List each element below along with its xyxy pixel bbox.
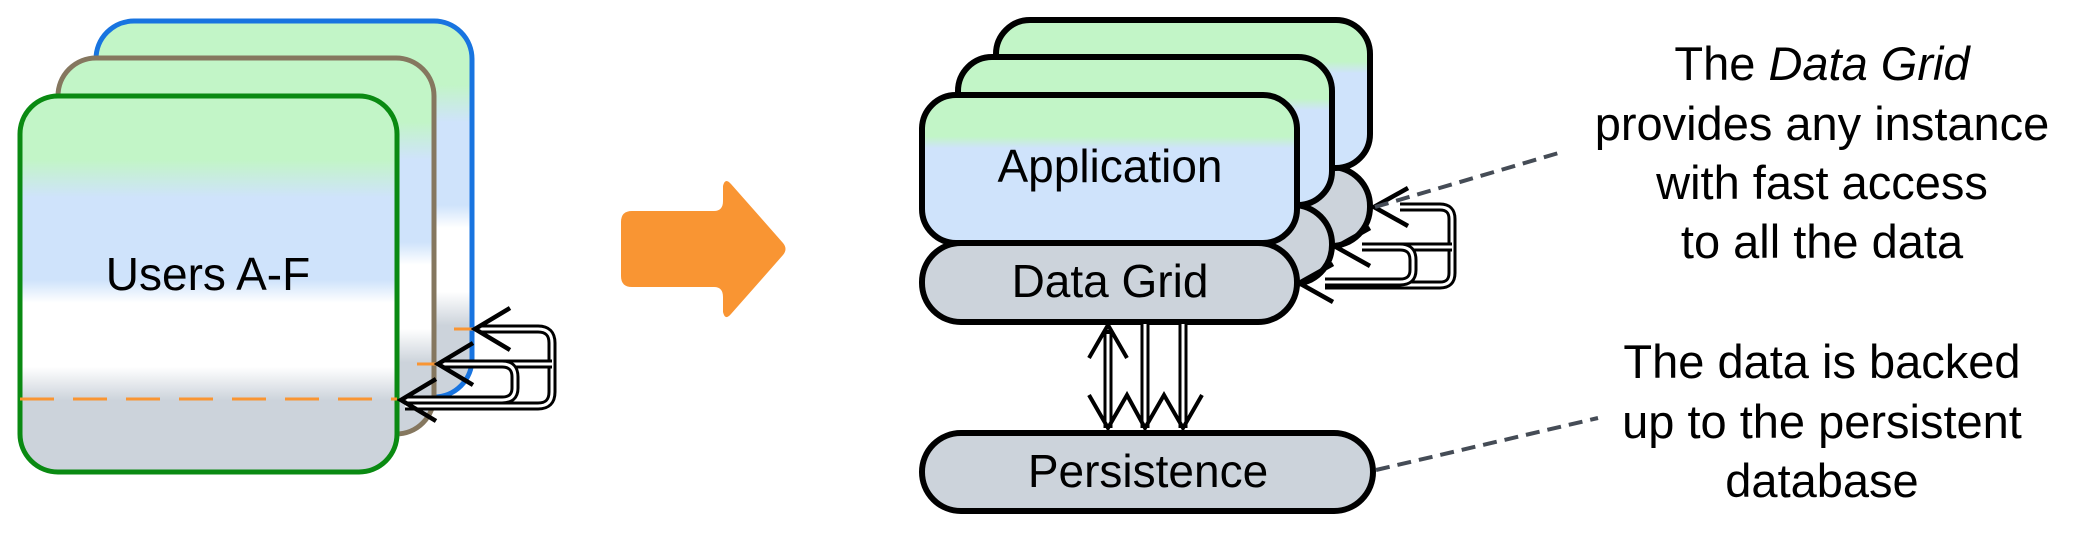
users-replication-arrows [396,306,557,423]
right-arrow-icon [621,180,786,318]
data-grid-leader-line [1374,150,1563,209]
data-grid-note: The Data Grid provides any instance with… [1595,37,2050,268]
arrowhead-icon [1331,226,1372,268]
persistence-leader-line [1375,416,1599,472]
arrowhead-icon [1294,262,1335,304]
data-grid-label: Data Grid [1012,255,1209,307]
persistence-note: The data is backed up to the persistent … [1622,335,2022,507]
users-card-label: Users A-F [106,248,310,300]
arrowhead-icon [470,306,512,352]
arrowhead-icon [433,341,475,387]
persistence-note-line-2: up to the persistent [1622,395,2022,448]
persistence-label: Persistence [1028,445,1268,497]
persistence-box [919,430,1376,514]
persistence-note-line-1: The data is backed [1623,335,2020,388]
down-arrowheads-icon [1087,390,1204,433]
application-label: Application [997,140,1222,192]
application-box [919,92,1300,246]
arrowhead-icon [396,377,438,423]
data-grid-note-line-2: provides any instance [1595,97,2050,150]
data-grid-note-line-1: The Data Grid [1674,37,1971,90]
persistence-note-line-3: database [1725,454,1918,507]
grid-replication-arrows [1294,186,1457,304]
data-grid-note-line-4: to all the data [1681,215,1964,268]
arrowhead-icon [1369,186,1410,228]
data-grid-note-line-3: with fast access [1655,156,1988,209]
up-arrowhead-icon [1087,320,1129,359]
users-card-front [17,93,400,475]
data-grid-note-emphasis: Data Grid [1768,37,1971,90]
persistence-sync-arrows [1087,320,1204,433]
users-card-stack: Users A-F [17,18,475,475]
